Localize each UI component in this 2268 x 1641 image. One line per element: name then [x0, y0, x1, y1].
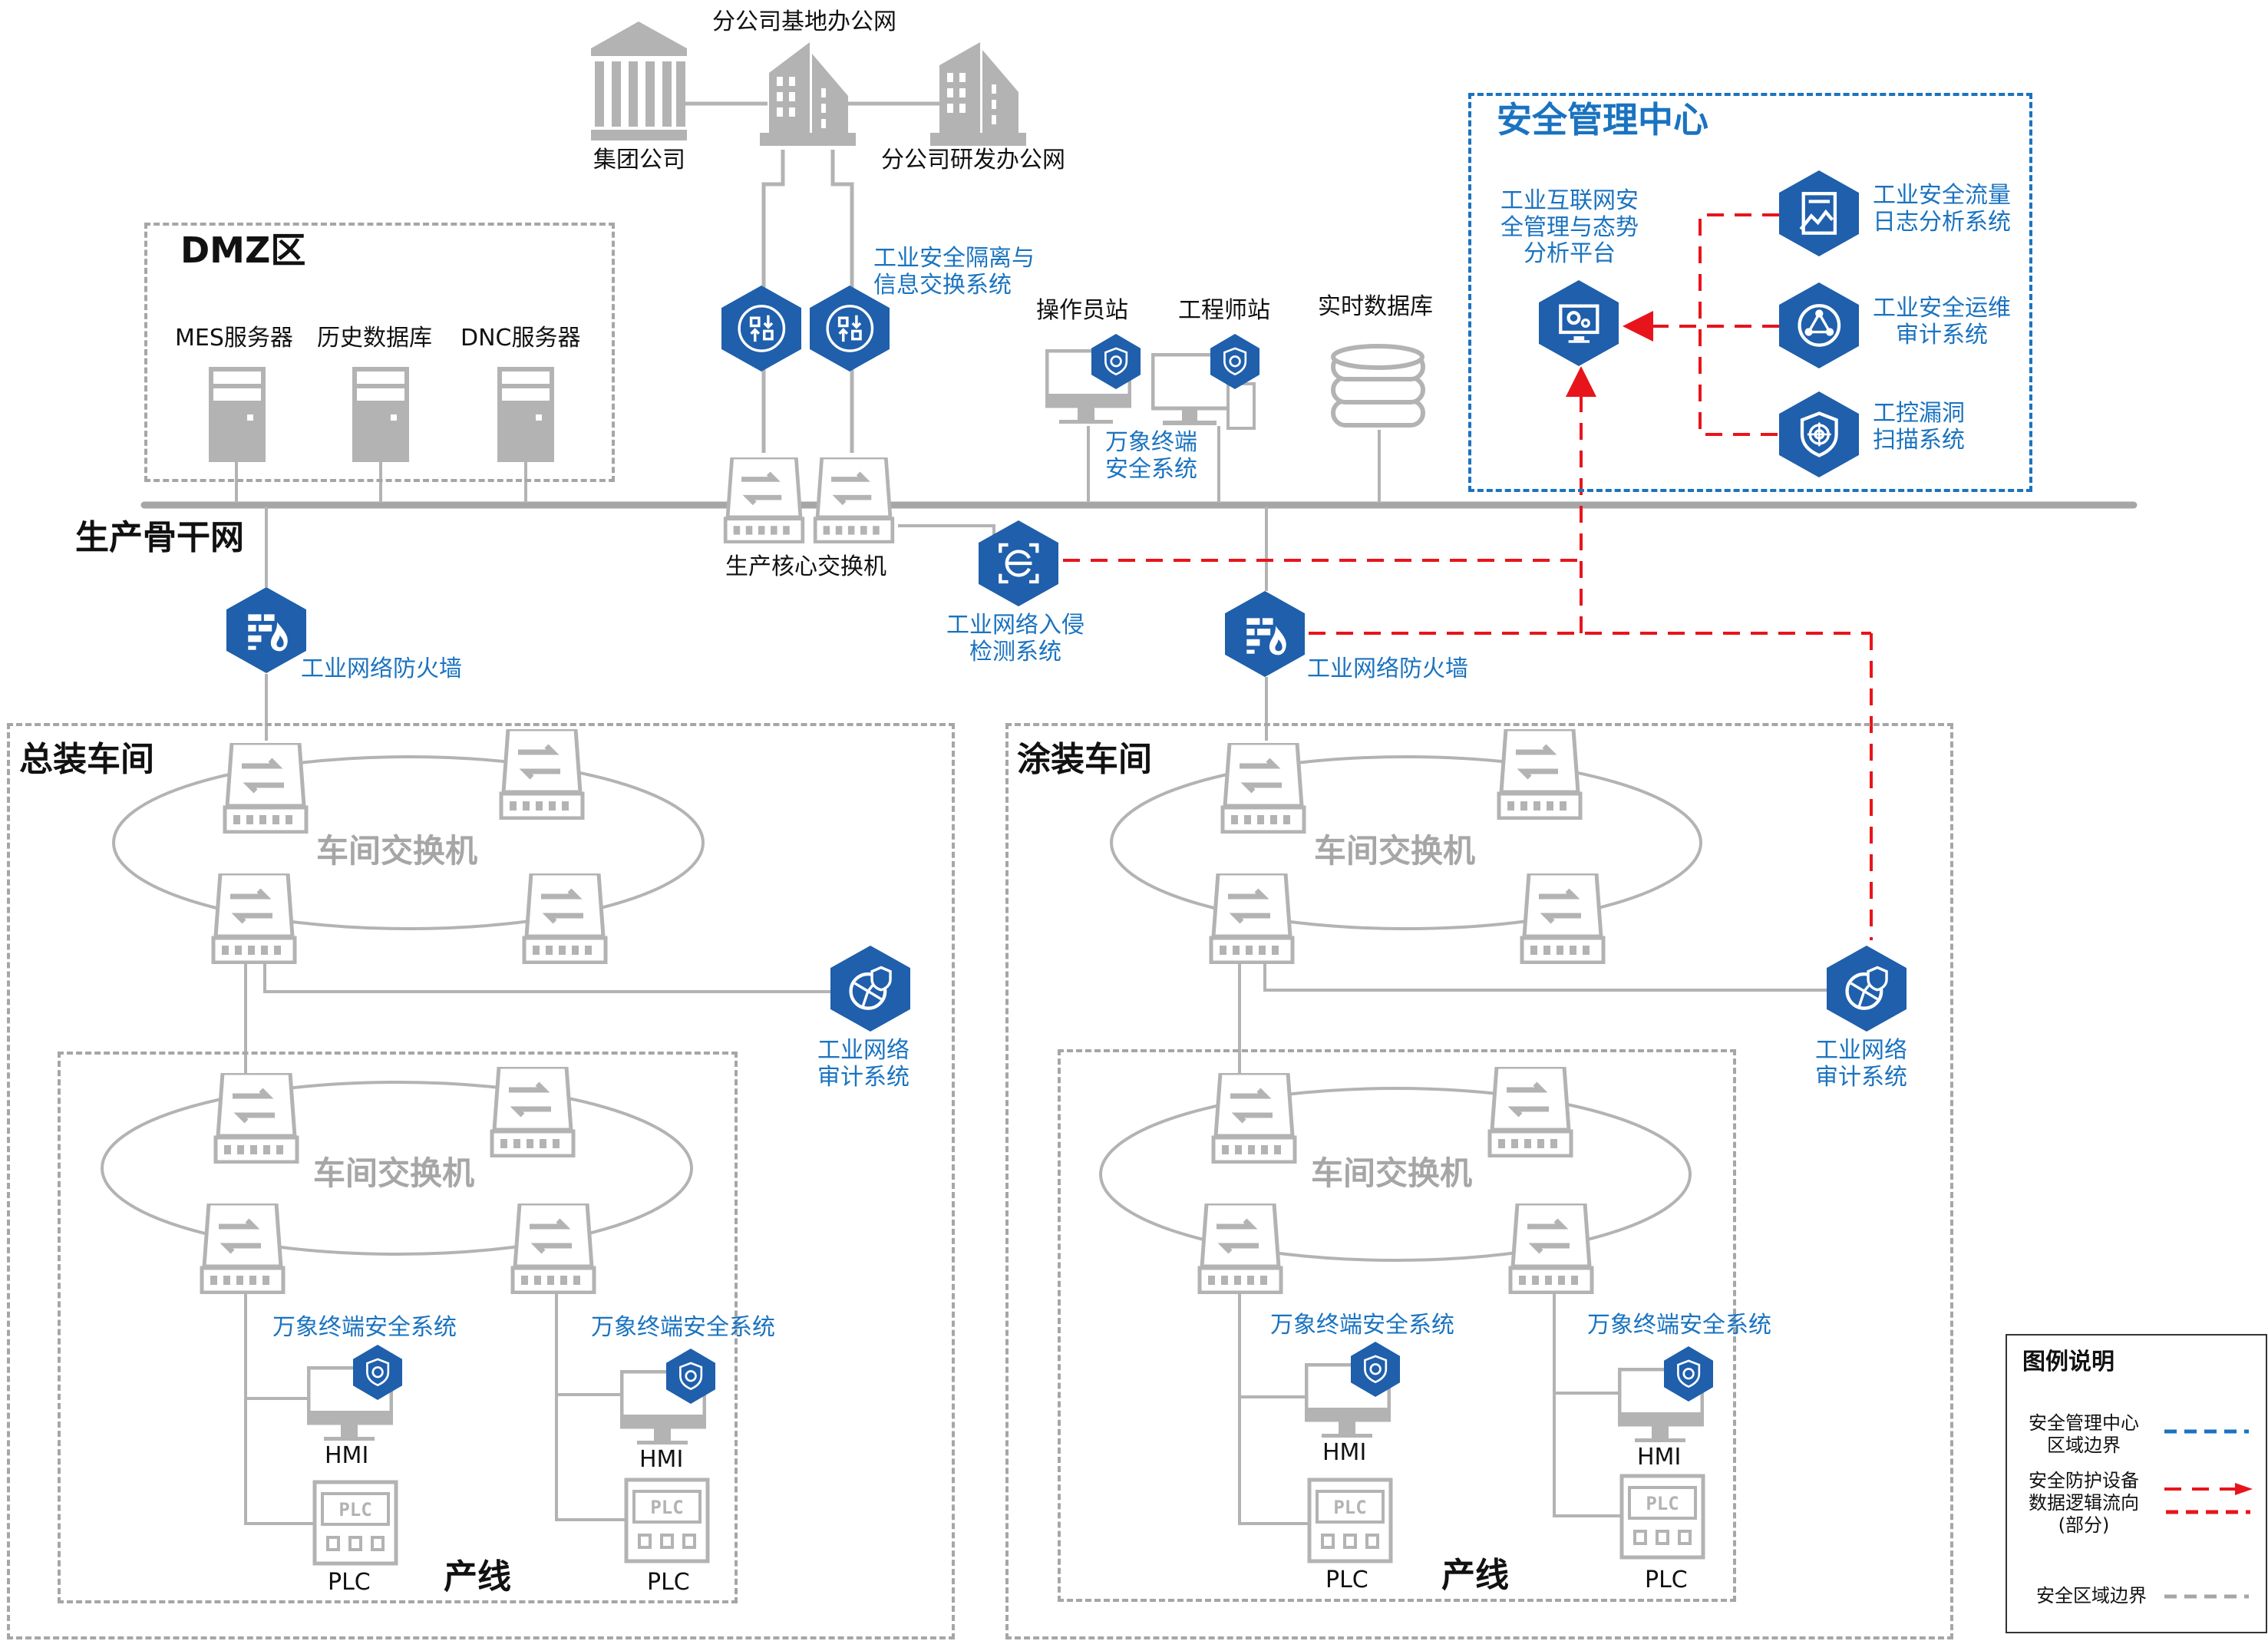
workshop-switch-icon[interactable] [1211, 1071, 1297, 1164]
dmz-title: DMZ区 [180, 229, 306, 271]
production-line-title: 产线 [1441, 1556, 1509, 1595]
plc-controller-icon[interactable]: PLC [312, 1480, 398, 1569]
ops-audit-system-label: 工业安全运维 审计系统 [1873, 295, 2011, 348]
core-switch-icon[interactable] [810, 457, 898, 543]
legend-label: 安全防护设备 数据逻辑流向 (部分) [2029, 1470, 2139, 1536]
firewall-left-label: 工业网络防火墙 [301, 655, 462, 682]
switch-ring-label: 车间交换机 [316, 832, 478, 870]
workshop-switch-icon[interactable] [1520, 871, 1606, 965]
plc-controller-icon[interactable]: PLC [624, 1478, 710, 1567]
dmz-zone [144, 223, 615, 482]
production-line-zone [1058, 1049, 1736, 1602]
bank-building-icon [591, 21, 687, 140]
server-icon [497, 367, 554, 462]
network-audit-label: 工业网络 审计系统 [817, 1037, 910, 1091]
vuln-scan-system-label: 工控漏洞 扫描系统 [1873, 400, 1965, 454]
server-icon [209, 367, 266, 462]
switch-ring-label: 车间交换机 [313, 1154, 475, 1192]
right-workshop-links [1099, 755, 1827, 1525]
core-switch-icon[interactable] [720, 457, 808, 543]
workshop-switch-icon[interactable] [1220, 741, 1306, 834]
workshop-switch-icon[interactable] [200, 1201, 286, 1295]
workshop-title: 总装车间 [19, 740, 154, 779]
security-center-title: 安全管理中心 [1497, 99, 1708, 140]
workshop-switch-icon[interactable] [213, 1071, 299, 1164]
legend-label: 安全区域边界 [2036, 1585, 2147, 1606]
legend-red-arrow [2164, 1483, 2253, 1514]
plc-controller-icon[interactable]: PLC [1619, 1474, 1705, 1563]
endpoint-security-label: 万象终端安全系统 [272, 1314, 457, 1341]
svg-text:PLC: PLC [338, 1499, 371, 1520]
core-switch-label: 生产核心交换机 [725, 553, 886, 580]
workshop-switch-icon[interactable] [490, 1065, 576, 1158]
plc-label: PLC [328, 1569, 371, 1596]
dmz-server-label: 历史数据库 [317, 325, 432, 352]
backbone-drops [235, 426, 1381, 741]
database-icon [1331, 344, 1425, 428]
workshop-switch-icon[interactable] [1508, 1201, 1594, 1295]
branch-rnd-label: 分公司研发办公网 [881, 147, 1065, 173]
ids-label: 工业网络入侵 检测系统 [946, 612, 1084, 665]
group-company-label: 集团公司 [593, 147, 685, 173]
paint-workshop-zone [1005, 723, 1953, 1639]
server-icon [352, 367, 409, 462]
legend-label: 安全管理中心 区域边界 [2029, 1412, 2139, 1456]
engineer-station-label: 工程师站 [1178, 297, 1270, 324]
platform-label: 工业互联网安 全管理与态势 分析平台 [1500, 187, 1639, 267]
dmz-server-label: MES服务器 [175, 325, 293, 352]
workshop-switch-icon[interactable] [223, 741, 309, 834]
workshop-switch-icon[interactable] [510, 1201, 596, 1295]
assembly-workshop-zone [7, 723, 955, 1639]
svg-text:PLC: PLC [650, 1497, 683, 1518]
production-line-zone [58, 1052, 738, 1603]
hmi-label: HMI [1637, 1444, 1682, 1471]
plc-controller-icon[interactable]: PLC [1307, 1478, 1393, 1567]
workshop-switch-icon[interactable] [1487, 1065, 1573, 1158]
workshop-title: 涂装车间 [1017, 740, 1152, 779]
plc-label: PLC [1645, 1567, 1688, 1593]
hmi-label: HMI [325, 1442, 369, 1469]
realtime-db-label: 实时数据库 [1318, 293, 1433, 320]
legend-title: 图例说明 [2022, 1349, 2114, 1375]
dmz-server-label: DNC服务器 [461, 325, 581, 352]
switch-ring-label: 车间交换机 [1314, 832, 1476, 870]
office-building-icon [760, 42, 856, 146]
backbone-title: 生产骨干网 [75, 518, 244, 557]
workshop-switch-icon[interactable] [211, 871, 297, 965]
svg-text:PLC: PLC [1333, 1497, 1366, 1518]
plc-label: PLC [1325, 1567, 1368, 1593]
plc-label: PLC [647, 1569, 690, 1596]
endpoint-security-label: 万象终端安全系统 [591, 1314, 775, 1341]
workshop-switch-icon[interactable] [499, 727, 585, 820]
network-audit-label: 工业网络 审计系统 [1815, 1037, 1907, 1091]
operator-station-label: 操作员站 [1036, 297, 1128, 324]
legend-gray-dash [2164, 1594, 2249, 1599]
endpoint-security-label: 万象终端安全系统 [1587, 1312, 1771, 1339]
production-line-title: 产线 [444, 1557, 511, 1596]
workshop-switch-icon[interactable] [1197, 1201, 1283, 1295]
endpoint-security-label: 万象终端 安全系统 [1105, 429, 1197, 483]
isolation-system-label: 工业安全隔离与 信息交换系统 [873, 245, 1035, 299]
workshop-switch-icon[interactable] [1209, 871, 1295, 965]
endpoint-security-label: 万象终端安全系统 [1270, 1312, 1454, 1339]
workshop-switch-icon[interactable] [522, 871, 608, 965]
office-building-icon [930, 42, 1026, 146]
legend: 图例说明 安全管理中心 区域边界 安全防护设备 数据逻辑流向 (部分) 安全区域… [2006, 1334, 2267, 1633]
security-management-zone [1468, 93, 2032, 492]
security-data-flows [1063, 213, 1873, 940]
branch-base-label: 分公司基地办公网 [712, 8, 896, 35]
legend-blue-dash [2164, 1429, 2249, 1434]
firewall-right-label: 工业网络防火墙 [1307, 655, 1468, 682]
traffic-log-system-label: 工业安全流量 日志分析系统 [1873, 182, 2011, 236]
wan-links [683, 101, 948, 453]
hmi-label: HMI [639, 1446, 684, 1473]
svg-text:PLC: PLC [1646, 1493, 1679, 1514]
workshop-switch-icon[interactable] [1497, 727, 1583, 820]
hmi-label: HMI [1322, 1439, 1367, 1466]
switch-ring-label: 车间交换机 [1311, 1154, 1473, 1192]
